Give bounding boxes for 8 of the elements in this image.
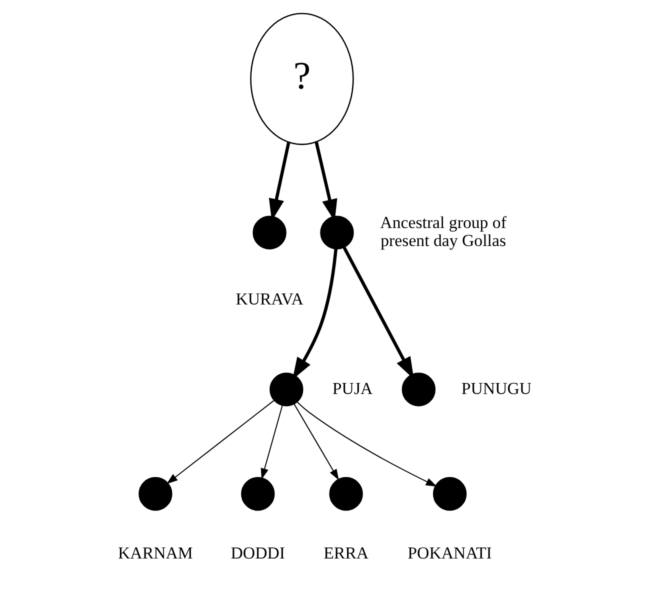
node-label: KARNAM (118, 544, 193, 563)
node-label: ERRA (324, 544, 369, 563)
node-label: PUJA (332, 378, 373, 398)
node-label: Ancestral group of present day Gollas (380, 212, 506, 250)
node-label: PUNUGU (461, 378, 532, 398)
node-label: KURAVA (236, 289, 304, 308)
node-label: DODDI (230, 544, 286, 563)
node-label: POKANATI (408, 544, 492, 563)
